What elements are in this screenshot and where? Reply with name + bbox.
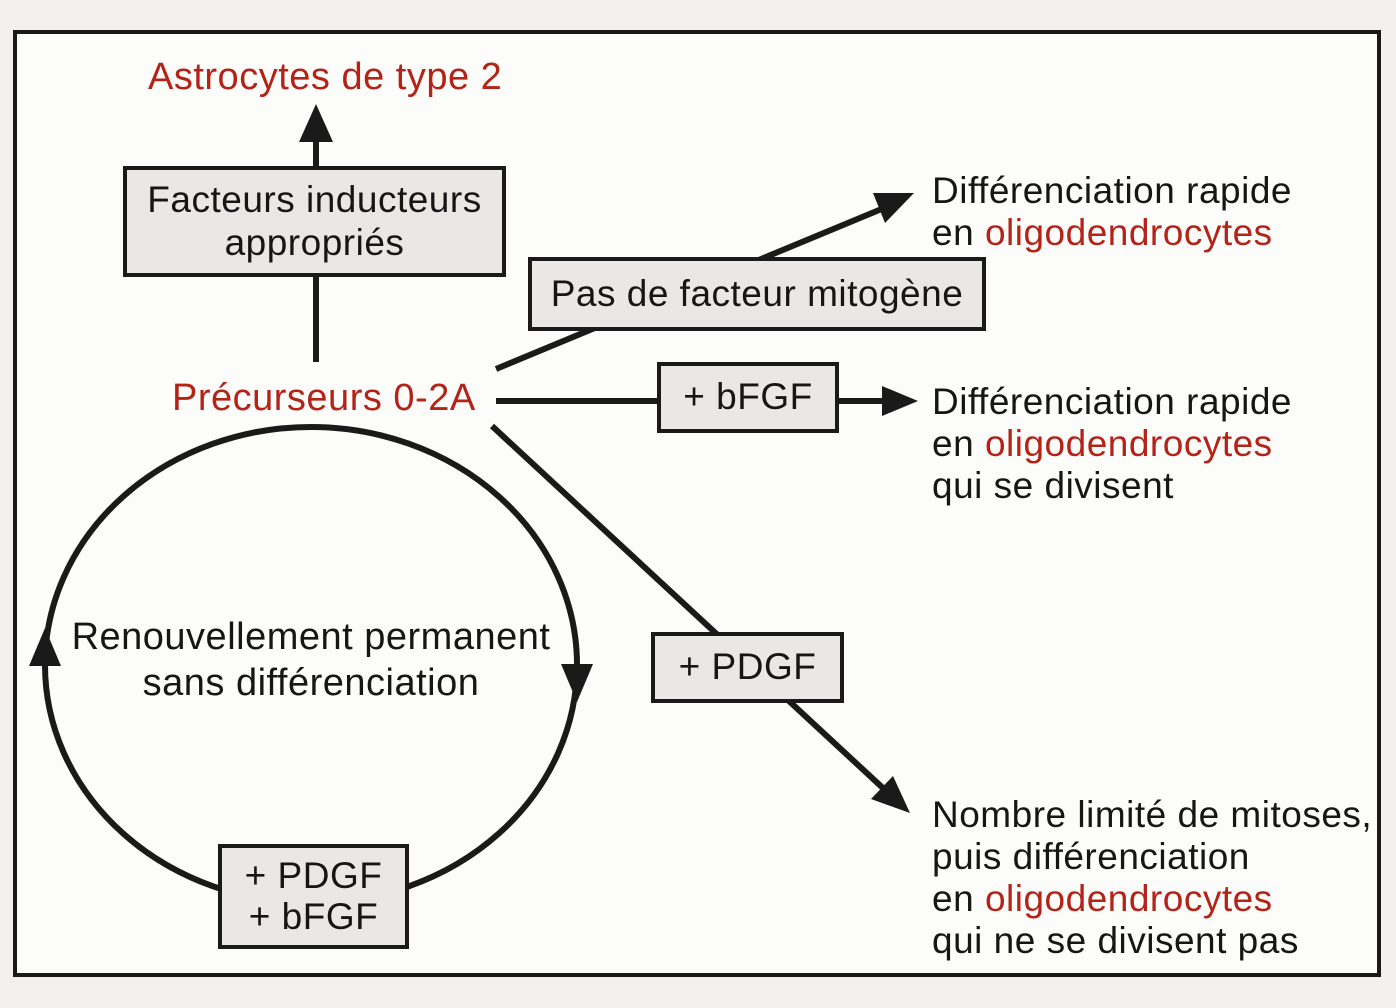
- cycle-caption-line1: Renouvellement permanent: [71, 616, 551, 658]
- precursor-label: Précurseurs 0-2A: [172, 377, 476, 419]
- oligodendrocytes-red-1: oligodendrocytes: [984, 212, 1273, 253]
- outcome-no-mitogen: Différenciation rapide en oligodendrocyt…: [932, 170, 1292, 254]
- outcome-pdgf-line1: Nombre limité de mitoses,: [932, 794, 1373, 835]
- pas-de-facteur-label: Pas de facteur mitogène: [550, 272, 964, 314]
- cycle-caption-line2: sans différenciation: [142, 662, 480, 704]
- arrowhead-bfgf: [882, 386, 918, 416]
- arrowhead-cycle-left-up: [29, 628, 61, 666]
- outcome-no-mitogen-line1: Différenciation rapide: [932, 170, 1292, 211]
- outcome-pdgf-line4: qui ne se divisent pas: [932, 920, 1299, 961]
- facteurs-inducteurs-box: Facteurs inducteurs appropriés: [123, 166, 506, 277]
- arrowhead-no-mitogen: [873, 193, 914, 223]
- outcome-bfgf-line3: qui se divisent: [932, 465, 1174, 506]
- outcome-bfgf-line1: Différenciation rapide: [932, 381, 1292, 422]
- outcome-pdgf: Nombre limité de mitoses, puis différenc…: [932, 794, 1372, 962]
- pdgf-bfgf-box: + PDGF + bFGF: [218, 844, 409, 949]
- astrocytes-label: Astrocytes de type 2: [148, 56, 503, 98]
- arrowhead-up-astrocytes: [299, 104, 333, 142]
- outcome-bfgf-line2: en oligodendrocytes: [932, 423, 1273, 464]
- outcome-bfgf: Différenciation rapide en oligodendrocyt…: [932, 381, 1292, 507]
- cycle-caption: Renouvellement permanent sans différenci…: [61, 614, 561, 706]
- facteurs-line2: appropriés: [224, 221, 405, 263]
- oligodendrocytes-red-3: oligodendrocytes: [984, 878, 1273, 919]
- arrowhead-cycle-right-down: [561, 664, 593, 702]
- arrow-pdgf-shaft: [489, 423, 887, 792]
- oligodendrocytes-red-2: oligodendrocytes: [984, 423, 1273, 464]
- pas-de-facteur-box: Pas de facteur mitogène: [528, 257, 986, 331]
- pdgf-bfgf-line2: + bFGF: [248, 895, 379, 937]
- arrowhead-pdgf: [871, 776, 910, 813]
- outcome-pdgf-line2: puis différenciation: [932, 836, 1250, 877]
- outcome-no-mitogen-line2: en oligodendrocytes: [932, 212, 1273, 253]
- pdgf-box: + PDGF: [651, 632, 844, 703]
- facteurs-line1: Facteurs inducteurs: [147, 178, 482, 220]
- bfgf-box: + bFGF: [657, 362, 839, 433]
- pdgf-label: + PDGF: [678, 646, 817, 688]
- bfgf-label: + bFGF: [683, 376, 813, 418]
- outcome-pdgf-line3: en oligodendrocytes: [932, 878, 1273, 919]
- pdgf-bfgf-line1: + PDGF: [244, 854, 383, 896]
